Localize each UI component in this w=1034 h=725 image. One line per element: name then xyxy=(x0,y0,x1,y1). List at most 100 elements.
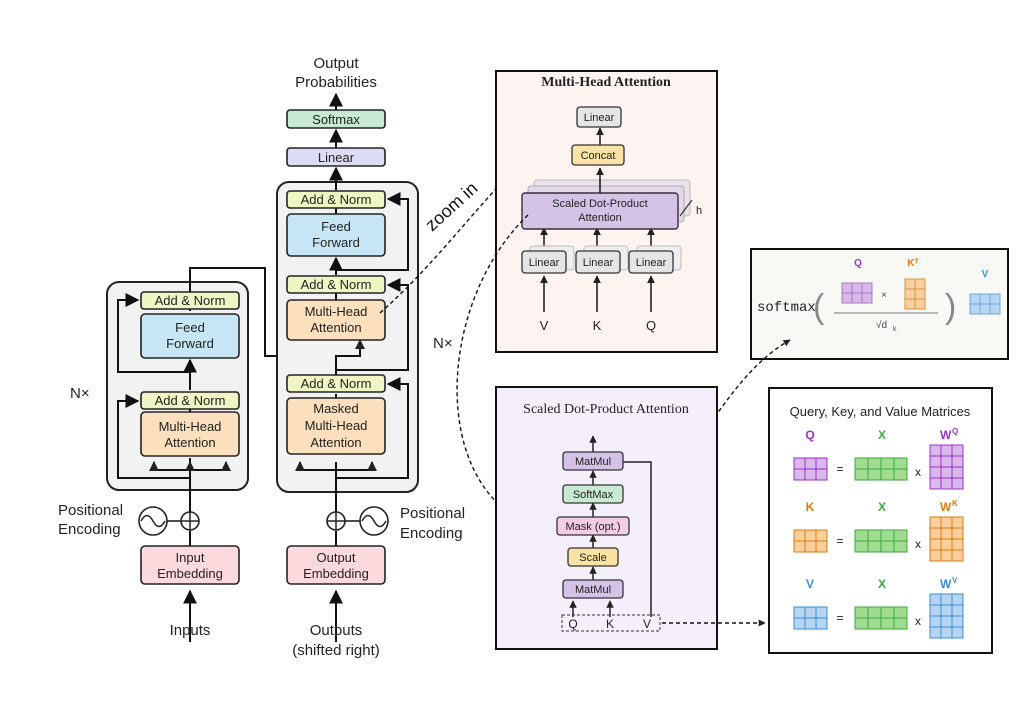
decoder-linear-box xyxy=(286,147,386,167)
softmax-matrices xyxy=(841,278,1001,315)
mha-input-v: V xyxy=(540,318,549,333)
encoder-ff-line-1: Feed xyxy=(175,320,205,335)
encoder-add-norm-1 xyxy=(140,391,240,410)
decoder-ff-line-1: Feed xyxy=(321,219,351,234)
zoom-in-label: zoom in xyxy=(421,178,481,235)
decoder-softmax-label: Softmax xyxy=(312,112,360,127)
decoder-mha-box xyxy=(286,299,386,341)
decoder-add-norm-3-label: Add & Norm xyxy=(301,192,372,207)
qkv-w-sup: K xyxy=(952,499,958,508)
decoder-mha-line-2: Attention xyxy=(310,320,361,335)
qkv-times: x xyxy=(915,614,921,628)
decoder-masked-mha-box xyxy=(286,397,386,455)
decoder-linear-label: Linear xyxy=(318,150,355,165)
softmax-times: × xyxy=(881,290,887,301)
encoder-positional-line-2: Encoding xyxy=(58,521,121,538)
decoder-outputs-line-2: (shifted right) xyxy=(292,642,380,659)
sdpa-softmax-box xyxy=(562,484,624,504)
qkv-equals: = xyxy=(836,534,843,548)
qkv-x-matrix xyxy=(854,457,908,481)
qkv-x-label: X xyxy=(878,500,886,514)
qkv-result-matrix xyxy=(793,457,828,481)
encoder-embedding-line-2: Embedding xyxy=(157,566,223,581)
decoder-masked-mha-line-2: Multi-Head xyxy=(305,418,368,433)
mha-linear-v-label: Linear xyxy=(529,257,560,269)
decoder-feed-forward-box xyxy=(286,213,386,257)
qkv-weight-matrix xyxy=(929,444,964,490)
sdpa-matmul-bottom-label: MatMul xyxy=(575,584,611,596)
softmax-v-label: V xyxy=(982,269,989,280)
sdpa-input-k: K xyxy=(606,617,614,631)
qkv-w-label: W xyxy=(940,500,952,514)
decoder-masked-mha-line-1: Masked xyxy=(313,401,359,416)
decoder-ff-line-2: Forward xyxy=(312,235,360,250)
softmax-to-formula-arrow xyxy=(633,339,791,493)
mha-input-q: Q xyxy=(646,318,656,333)
softmax-sqrt-sub: k xyxy=(893,326,897,333)
encoder-embedding-line-1: Input xyxy=(176,550,205,565)
softmax-kt-matrix xyxy=(904,278,926,310)
svg-text:): ) xyxy=(945,288,956,326)
sdpa-matmul-bottom xyxy=(562,579,624,599)
decoder-positional-line-1: Positional xyxy=(400,505,465,522)
decoder-add-norm-2-label: Add & Norm xyxy=(301,277,372,292)
softmax-fn-label: softmax xyxy=(757,300,816,316)
qkv-left-label: V xyxy=(806,577,814,591)
encoder-add-norm-2-label: Add & Norm xyxy=(155,293,226,308)
decoder-outputs-line-1: Outputs xyxy=(310,622,363,639)
decoder-embedding-line-2: Embedding xyxy=(303,566,369,581)
qkv-panel-title: Query, Key, and Value Matrices xyxy=(790,404,971,419)
sdpa-input-q: Q xyxy=(568,617,577,631)
encoder-mha-line-1: Multi-Head xyxy=(159,419,222,434)
qkv-w-label: W xyxy=(940,428,952,442)
mha-linear-top-label: Linear xyxy=(584,112,615,124)
decoder-softmax-box xyxy=(286,109,386,129)
sdpa-input-v: V xyxy=(643,617,651,631)
sdpa-panel: Scaled Dot-Product Attention MatMul Soft… xyxy=(495,386,718,650)
mha-linear-q-label: Linear xyxy=(636,257,667,269)
sdpa-inputs-dashed-box xyxy=(561,614,661,632)
decoder-add-norm-3 xyxy=(286,190,386,209)
svg-text:(: ( xyxy=(813,288,825,326)
mha-to-sdpa-arrow xyxy=(456,214,529,521)
zoom-in-arrow xyxy=(379,154,531,314)
mha-linear-k xyxy=(575,250,621,274)
sdpa-matmul-top-label: MatMul xyxy=(575,456,611,468)
mha-sdpa-line-2: Attention xyxy=(578,212,621,224)
sdpa-scale-label: Scale xyxy=(579,552,607,564)
softmax-sqrt: √d xyxy=(876,319,887,331)
decoder-masked-mha-line-3: Attention xyxy=(310,435,361,450)
sdpa-matmul-top xyxy=(562,451,624,471)
qkv-w-label: W xyxy=(940,577,952,591)
sdpa-mask-label: Mask (opt.) xyxy=(565,521,620,533)
softmax-formula-panel: softmax ( ) Q Kᵀ V × √d k xyxy=(750,248,1009,360)
mha-input-k: K xyxy=(593,318,602,333)
decoder-nx-label: N× xyxy=(433,335,453,352)
qkv-result-matrix xyxy=(793,529,828,553)
qkv-w-sup: V xyxy=(952,576,958,585)
softmax-v-matrix xyxy=(969,293,1001,315)
sdpa-scale-box xyxy=(567,547,619,567)
qkv-x-label: X xyxy=(878,428,886,442)
softmax-kt-label: Kᵀ xyxy=(907,258,919,269)
decoder-embedding-line-1: Output xyxy=(316,550,355,565)
qkv-equals: = xyxy=(836,611,843,625)
encoder-mha-line-2: Attention xyxy=(164,435,215,450)
softmax-panel-frame xyxy=(750,248,1009,360)
qkv-left-label: Q xyxy=(805,428,814,442)
encoder-nx-label: N× xyxy=(70,385,90,402)
decoder-positional-line-2: Encoding xyxy=(400,525,463,542)
softmax-q-label: Q xyxy=(854,258,862,269)
encoder-embedding-box xyxy=(140,545,240,585)
qkv-w-sup: Q xyxy=(952,427,958,436)
decoder-mha-line-1: Multi-Head xyxy=(305,304,368,319)
encoder-ff-line-2: Forward xyxy=(166,336,214,351)
qkv-times: x xyxy=(915,537,921,551)
mha-linear-k-label: Linear xyxy=(583,257,614,269)
output-probabilities-line-1: Output xyxy=(313,55,359,72)
mha-panel-title: Multi-Head Attention xyxy=(541,75,671,90)
mha-concat-box xyxy=(571,144,625,166)
decoder-embedding-box xyxy=(286,545,386,585)
